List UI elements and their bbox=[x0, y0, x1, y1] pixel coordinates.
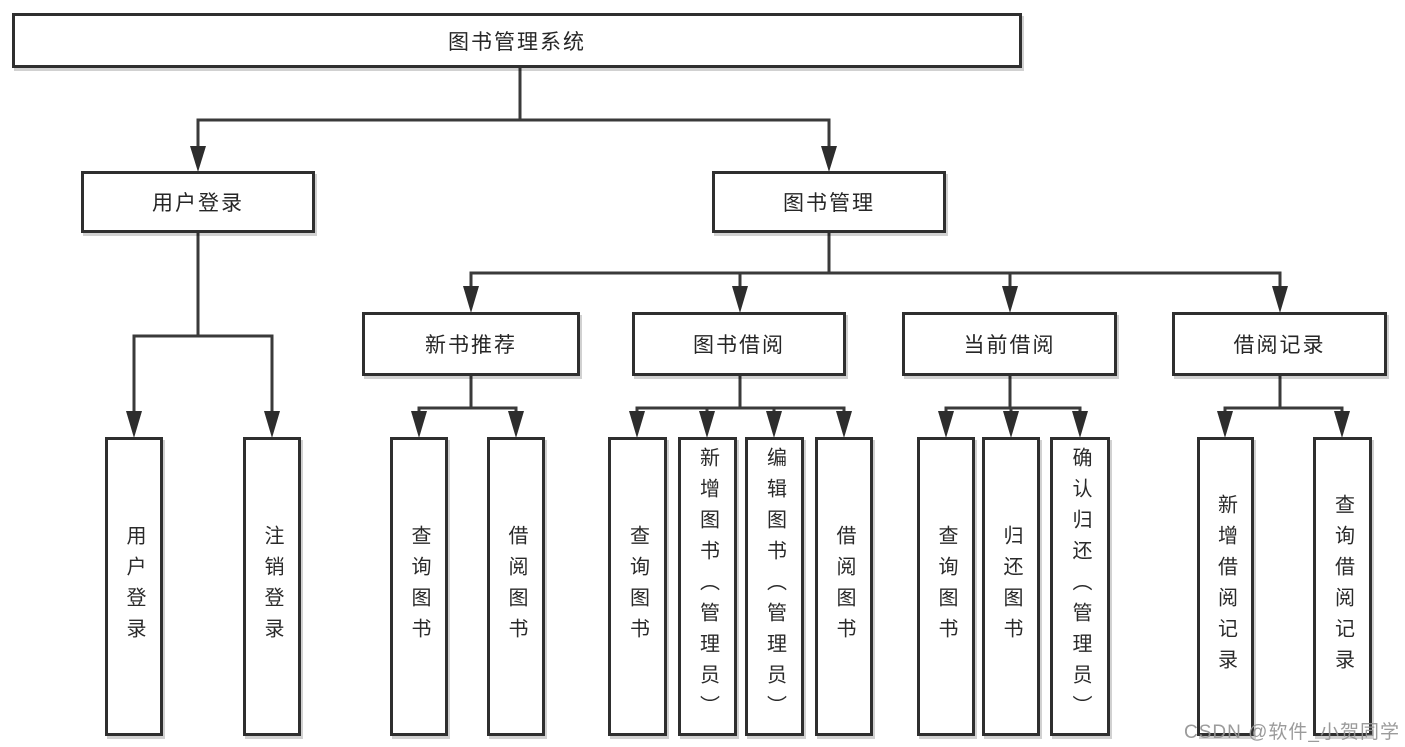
node-book-borrowing: 图书借阅 bbox=[632, 312, 846, 376]
node-label: 借阅图书 bbox=[505, 524, 527, 649]
csdn-watermark: CSDN @软件_小贺同学 bbox=[1184, 722, 1400, 743]
node-label: 查询图书 bbox=[626, 524, 649, 649]
node-label: 编辑图书（管理员） bbox=[763, 447, 786, 726]
node-label: 图书管理 bbox=[783, 192, 875, 215]
node-borrowing-records: 借阅记录 bbox=[1172, 312, 1387, 376]
arrowheads bbox=[126, 146, 1350, 438]
node-leaf-query-books: 查询图书 bbox=[390, 437, 448, 736]
node-label: 新增借阅记录 bbox=[1214, 493, 1237, 680]
node-leaf-return-book: 归还图书 bbox=[982, 437, 1040, 736]
node-current-borrowing: 当前借阅 bbox=[902, 312, 1117, 376]
node-label: 确认归还（管理员） bbox=[1069, 447, 1091, 726]
node-root-library-system: 图书管理系统 bbox=[12, 13, 1022, 68]
node-label: 归还图书 bbox=[1000, 524, 1022, 649]
node-label: 图书管理系统 bbox=[448, 30, 586, 54]
node-label: 图书借阅 bbox=[693, 334, 785, 357]
node-leaf-edit-book-admin: 编辑图书（管理员） bbox=[745, 437, 804, 736]
node-label: 新增图书（管理员） bbox=[696, 447, 719, 726]
node-leaf-add-borrow-record: 新增借阅记录 bbox=[1197, 437, 1254, 736]
node-label: 借阅图书 bbox=[833, 524, 855, 649]
node-label: 当前借阅 bbox=[963, 334, 1056, 357]
node-leaf-borrow-books: 借阅图书 bbox=[487, 437, 545, 736]
node-label: 查询图书 bbox=[935, 524, 957, 649]
node-leaf-user-login: 用户登录 bbox=[105, 437, 163, 736]
node-label: 注销登录 bbox=[261, 524, 283, 649]
node-leaf-query-borrow-record: 查询借阅记录 bbox=[1313, 437, 1372, 736]
node-label: 新书推荐 bbox=[425, 334, 517, 357]
node-new-book-recommendation: 新书推荐 bbox=[362, 312, 580, 376]
node-user-login: 用户登录 bbox=[81, 171, 315, 233]
node-leaf-confirm-return-admin: 确认归还（管理员） bbox=[1050, 437, 1110, 736]
node-label: 查询借阅记录 bbox=[1331, 493, 1354, 680]
node-label: 用户登录 bbox=[123, 524, 145, 649]
node-label: 查询图书 bbox=[408, 524, 430, 649]
node-label: 用户登录 bbox=[152, 192, 244, 215]
node-leaf-logout: 注销登录 bbox=[243, 437, 301, 736]
node-leaf-add-book-admin: 新增图书（管理员） bbox=[678, 437, 737, 736]
node-leaf-query-books-3: 查询图书 bbox=[917, 437, 975, 736]
node-book-management: 图书管理 bbox=[712, 171, 946, 233]
node-leaf-borrow-books-2: 借阅图书 bbox=[815, 437, 873, 736]
node-label: 借阅记录 bbox=[1233, 334, 1326, 357]
node-leaf-query-books-2: 查询图书 bbox=[608, 437, 667, 736]
